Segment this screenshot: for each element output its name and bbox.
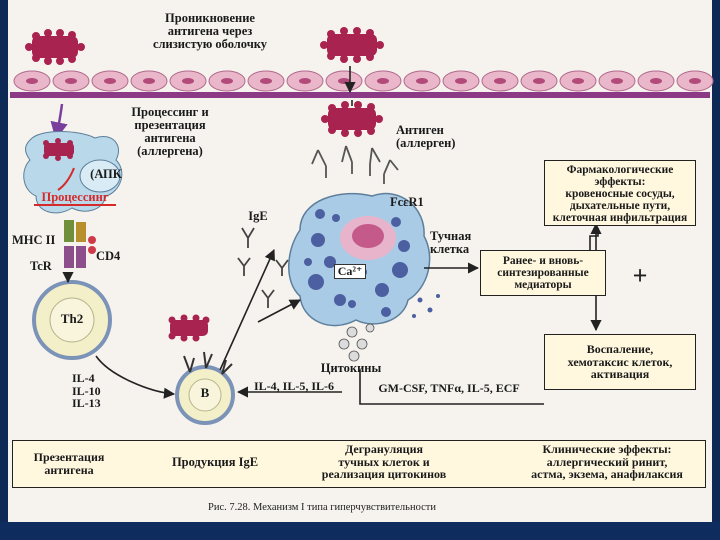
- granule: [334, 294, 346, 306]
- label-tcr: TcR: [30, 259, 52, 273]
- epithelial-nucleus: [572, 78, 584, 84]
- label-cd4: CD4: [96, 249, 121, 263]
- epithelial-nucleus: [533, 78, 545, 84]
- epithelial-nucleus: [377, 78, 389, 84]
- apc-cell: [23, 131, 123, 214]
- epithelial-nucleus: [260, 78, 272, 84]
- epithelial-nucleus: [221, 78, 233, 84]
- epithelial-cells: [13, 70, 714, 92]
- mhc-tcr-complex: [64, 220, 96, 268]
- text-pharm-effects: Фармакологические эффекты: кровеносные с…: [552, 164, 688, 225]
- epithelial-nucleus: [494, 78, 506, 84]
- epithelium: [10, 70, 714, 98]
- epithelial-nucleus: [650, 78, 662, 84]
- granule: [391, 217, 401, 227]
- epithelial-nucleus: [611, 78, 623, 84]
- granule: [381, 307, 391, 317]
- label-cytokine-list: GM-CSF, TNFα, IL-5, ECF: [378, 381, 520, 395]
- arrow-ige-to-mast: [257, 299, 301, 323]
- epithelial-nucleus: [299, 78, 311, 84]
- label-processing: Процессинг: [34, 190, 116, 207]
- text-bottom-presentation: Презентация антигена: [33, 450, 105, 477]
- granule: [398, 240, 410, 252]
- arrow-th2-to-b: [95, 355, 176, 399]
- slide-bottom-bar: [0, 522, 720, 540]
- box-pharm-effects: Фармакологические эффекты: кровеносные с…: [544, 160, 696, 226]
- granule: [315, 209, 325, 219]
- epithelial-nucleus: [26, 78, 38, 84]
- epithelial-nucleus: [143, 78, 155, 84]
- granule: [392, 262, 408, 278]
- label-ige: IgE: [248, 209, 268, 223]
- text-inflammation: Воспаление, хемотаксис клеток, активация: [567, 342, 673, 382]
- label-apc: (АПК: [90, 167, 122, 181]
- label-fcer1: FcεR1: [390, 195, 424, 209]
- epithelial-nucleus: [455, 78, 467, 84]
- label-mhc2: MHC II: [12, 233, 56, 247]
- epithelial-nucleus: [689, 78, 701, 84]
- th2-cell: [32, 280, 112, 360]
- figure-caption: Рис. 7.28. Механизм I типа гиперчувствит…: [208, 502, 436, 513]
- epithelial-nucleus: [182, 78, 194, 84]
- granule: [308, 274, 324, 290]
- arrow-b-to-ige: [219, 248, 275, 371]
- granule: [324, 256, 336, 268]
- text-bottom-clinical: Клинические эффекты: аллергический ринит…: [531, 442, 683, 482]
- box-bottom-flow: Презентация антигена Продукция IgE Дегра…: [12, 440, 706, 488]
- label-b-cell: B: [200, 385, 210, 400]
- epithelial-nucleus: [104, 78, 116, 84]
- epithelial-nucleus: [338, 78, 350, 84]
- label-mast-cell: Тучная клетка: [430, 229, 472, 257]
- label-il-mid: IL-4, IL-5, IL-6: [253, 379, 334, 393]
- label-penetration: Проникновение антигена через слизистую о…: [152, 11, 268, 52]
- label-plus: +: [632, 261, 648, 290]
- label-il-left: IL-4 IL-10 IL-13: [72, 371, 101, 411]
- epithelial-nucleus: [416, 78, 428, 84]
- granule: [311, 233, 325, 247]
- line-cytokines: [359, 370, 544, 405]
- ige-antibodies: [237, 227, 289, 308]
- text-bottom-ige: Продукция IgE: [171, 455, 259, 469]
- box-inflammation: Воспаление, хемотаксис клеток, активация: [544, 334, 696, 390]
- label-th2: Th2: [60, 311, 84, 326]
- basement-membrane: [10, 92, 710, 98]
- granule: [375, 283, 389, 297]
- antigen-top-right: [320, 27, 384, 63]
- b-cell: [168, 314, 235, 425]
- text-mediators: Ранее- и вновь- синтезированные медиатор…: [497, 255, 589, 292]
- label-cytokines: Цитокины: [320, 361, 382, 375]
- label-ca: Ca²⁺: [334, 264, 366, 279]
- epithelial-nucleus: [65, 78, 77, 84]
- box-mediators: Ранее- и вновь- синтезированные медиатор…: [480, 250, 606, 296]
- granule: [304, 258, 312, 266]
- granule: [348, 300, 356, 308]
- text-bottom-degranulation: Дегрануляция тучных клеток и реализация …: [321, 442, 447, 482]
- label-antigen: Антиген (аллерген): [396, 123, 456, 151]
- granule: [332, 214, 340, 222]
- label-processing-presentation: Процессинг и презентация антигена (аллер…: [131, 105, 209, 159]
- antigen-top-left: [25, 29, 85, 65]
- mast-cell: [288, 101, 440, 362]
